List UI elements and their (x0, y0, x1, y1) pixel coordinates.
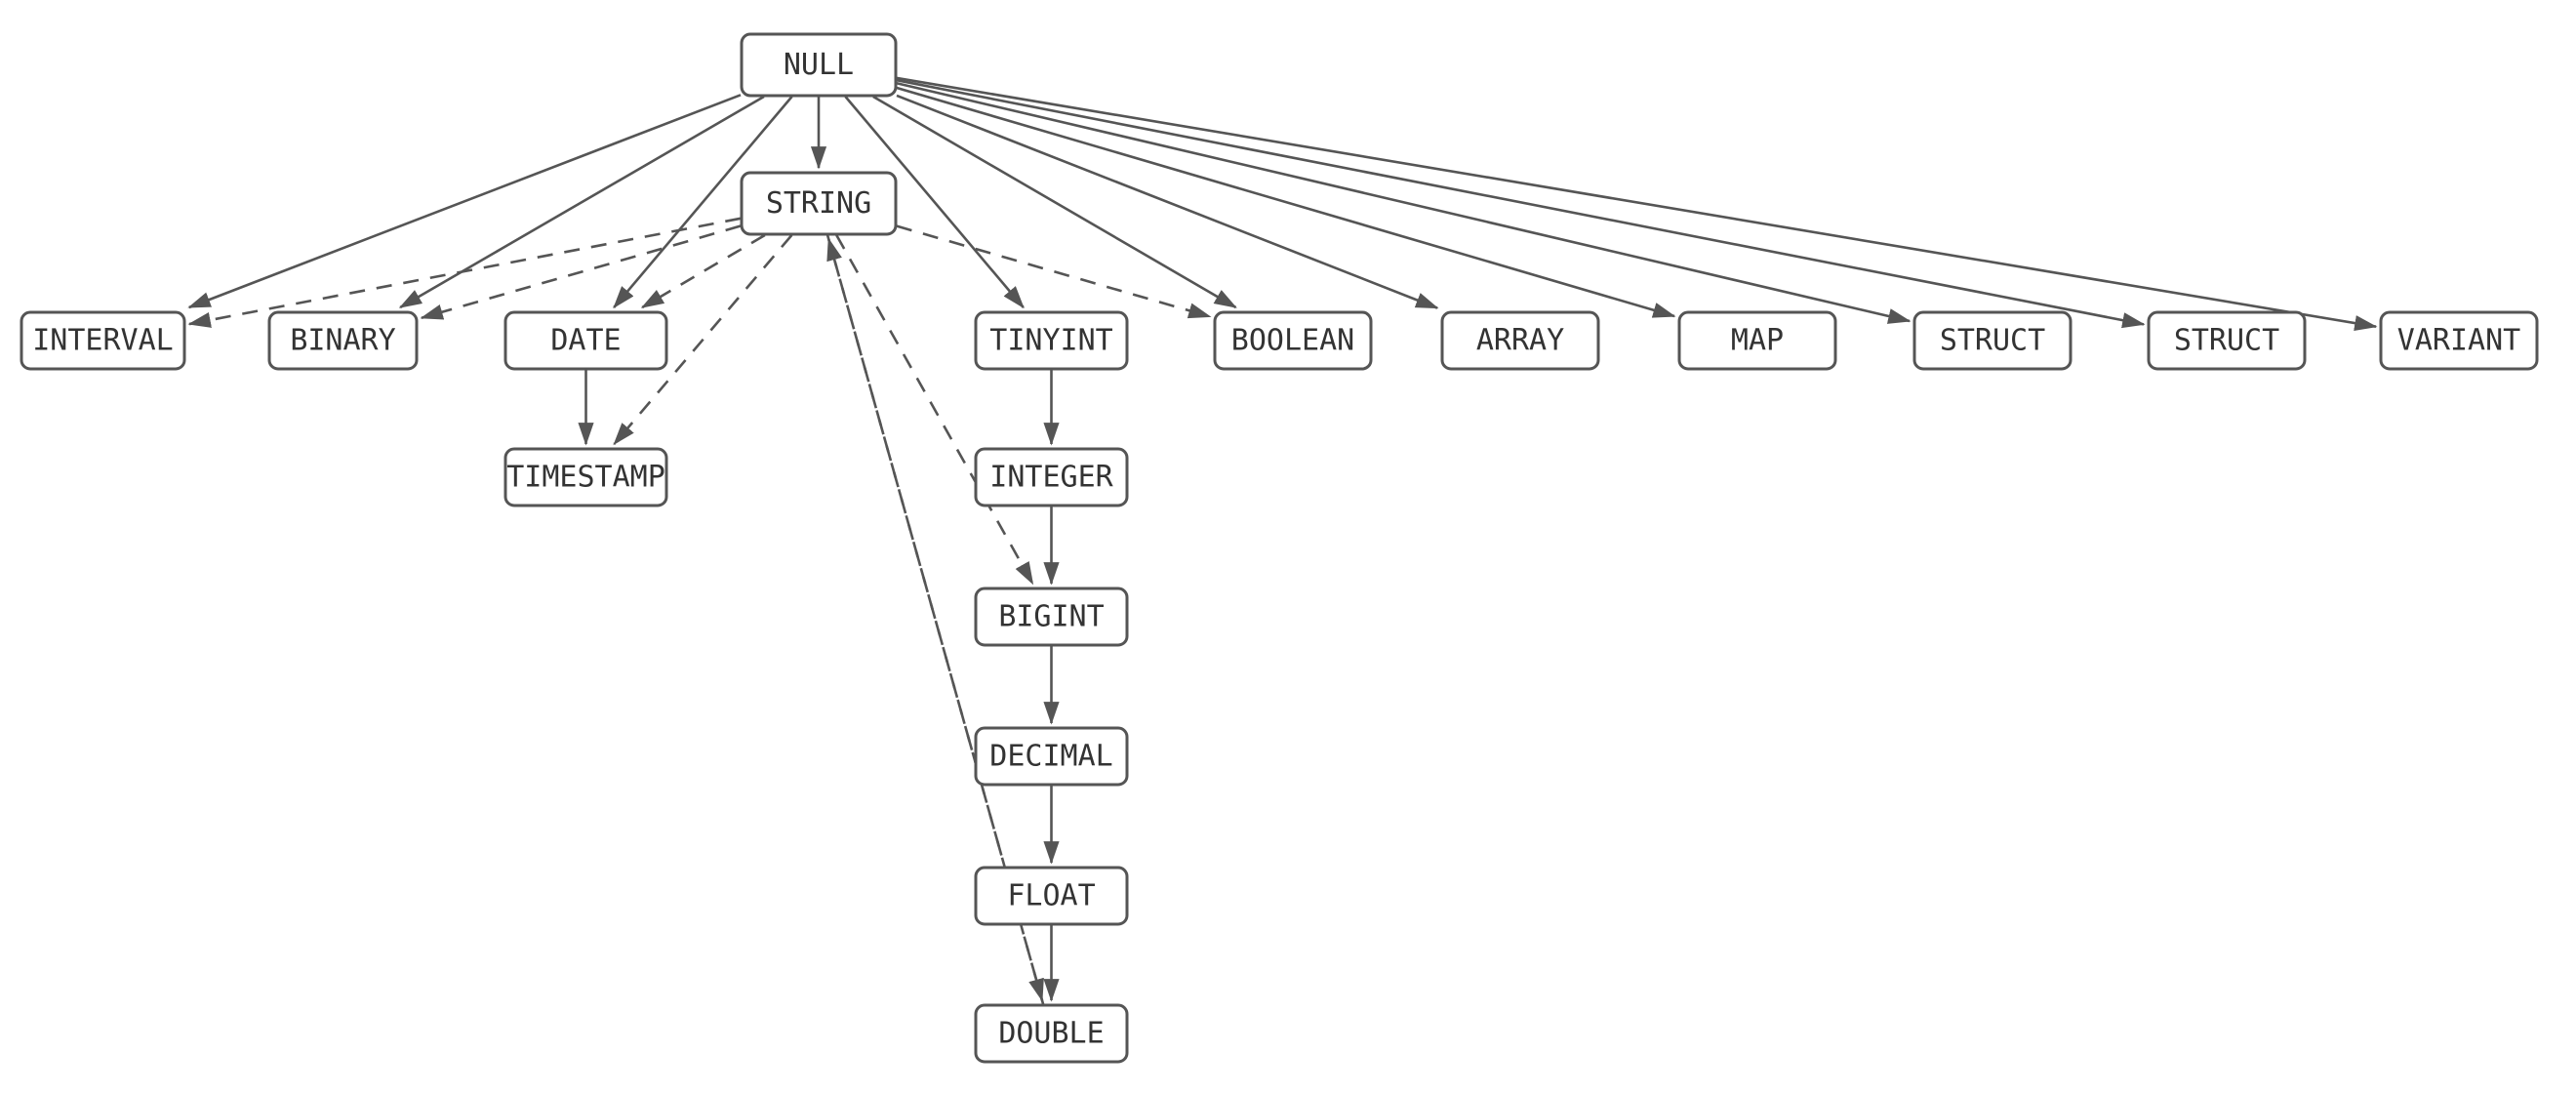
edge-null-to-map (896, 86, 1676, 318)
edge-null-to-interval (187, 94, 742, 309)
node-array[interactable]: ARRAY (1440, 310, 1600, 371)
node-date[interactable]: DATE (503, 310, 668, 371)
node-box-date[interactable] (503, 310, 668, 371)
edge-null-to-boolean (872, 95, 1237, 309)
node-variant[interactable]: VARIANT (2379, 310, 2539, 371)
node-box-variant[interactable] (2379, 310, 2539, 371)
node-null[interactable]: NULL (740, 32, 898, 98)
node-box-integer[interactable] (974, 447, 1129, 507)
node-label-date: DATE (550, 324, 621, 358)
edge-string-to-timestamp (613, 234, 793, 446)
node-box-map[interactable] (1677, 310, 1837, 371)
node-double[interactable]: DOUBLE (974, 1003, 1129, 1064)
node-box-struct1[interactable] (1912, 310, 2073, 371)
node-box-bigint[interactable] (974, 587, 1129, 647)
node-label-binary: BINARY (290, 324, 395, 358)
node-bigint[interactable]: BIGINT (974, 587, 1129, 647)
node-box-array[interactable] (1440, 310, 1600, 371)
node-decimal[interactable]: DECIMAL (974, 726, 1129, 787)
node-label-struct1: STRUCT (1940, 324, 2045, 358)
node-label-null: NULL (784, 48, 854, 82)
node-integer[interactable]: INTEGER (974, 447, 1129, 507)
node-box-double[interactable] (974, 1003, 1129, 1064)
node-box-float[interactable] (974, 866, 1129, 926)
edge-null-to-array (896, 94, 1439, 309)
edge-string-to-interval (187, 217, 742, 328)
edge-double-to-string (826, 237, 1045, 1005)
node-label-struct2: STRUCT (2174, 324, 2279, 358)
node-box-decimal[interactable] (974, 726, 1129, 787)
node-binary[interactable]: BINARY (267, 310, 419, 371)
node-layer: NULL STRING INTERVAL BINARY DATE TIMESTAMP TIN… (20, 32, 2539, 1064)
node-label-double: DOUBLE (998, 1017, 1104, 1051)
node-label-float: FLOAT (1007, 879, 1095, 913)
node-label-map: MAP (1731, 324, 1784, 358)
node-box-tinyint[interactable] (974, 310, 1129, 371)
edge-null-to-variant (896, 76, 2378, 332)
node-string[interactable]: STRING (740, 171, 898, 236)
edge-string-to-boolean (896, 224, 1212, 319)
edge-string-to-bigint (835, 234, 1034, 586)
node-struct2[interactable]: STRUCT (2147, 310, 2307, 371)
edge-null-to-date (613, 96, 793, 309)
node-tinyint[interactable]: TINYINT (974, 310, 1129, 371)
node-struct1[interactable]: STRUCT (1912, 310, 2073, 371)
node-box-timestamp[interactable] (503, 447, 668, 507)
node-interval[interactable]: INTERVAL (20, 310, 186, 371)
edge-string-to-date (640, 233, 766, 309)
node-box-binary[interactable] (267, 310, 419, 371)
node-label-array: ARRAY (1476, 324, 1564, 358)
node-map[interactable]: MAP (1677, 310, 1837, 371)
node-label-string: STRING (766, 186, 871, 221)
node-float[interactable]: FLOAT (974, 866, 1129, 926)
node-box-string[interactable] (740, 171, 898, 236)
node-boolean[interactable]: BOOLEAN (1213, 310, 1373, 371)
node-box-interval[interactable] (20, 310, 186, 371)
edge-null-to-struct2 (896, 78, 2146, 329)
node-label-decimal: DECIMAL (989, 740, 1112, 774)
edge-null-to-struct1 (896, 82, 1912, 324)
edge-layer (187, 76, 2378, 1005)
node-label-bigint: BIGINT (998, 600, 1104, 634)
edge-null-to-tinyint (844, 96, 1025, 309)
node-box-struct2[interactable] (2147, 310, 2307, 371)
node-box-boolean[interactable] (1213, 310, 1373, 371)
node-label-tinyint: TINYINT (989, 324, 1112, 358)
node-timestamp[interactable]: TIMESTAMP (503, 447, 668, 507)
edge-string-to-binary (420, 224, 742, 320)
node-label-variant: VARIANT (2397, 324, 2520, 358)
node-label-boolean: BOOLEAN (1231, 324, 1354, 358)
edge-null-to-binary (398, 95, 765, 309)
node-label-integer: INTEGER (989, 461, 1113, 495)
node-box-null[interactable] (740, 32, 898, 98)
node-label-timestamp: TIMESTAMP (506, 461, 665, 495)
node-label-interval: INTERVAL (32, 324, 174, 358)
